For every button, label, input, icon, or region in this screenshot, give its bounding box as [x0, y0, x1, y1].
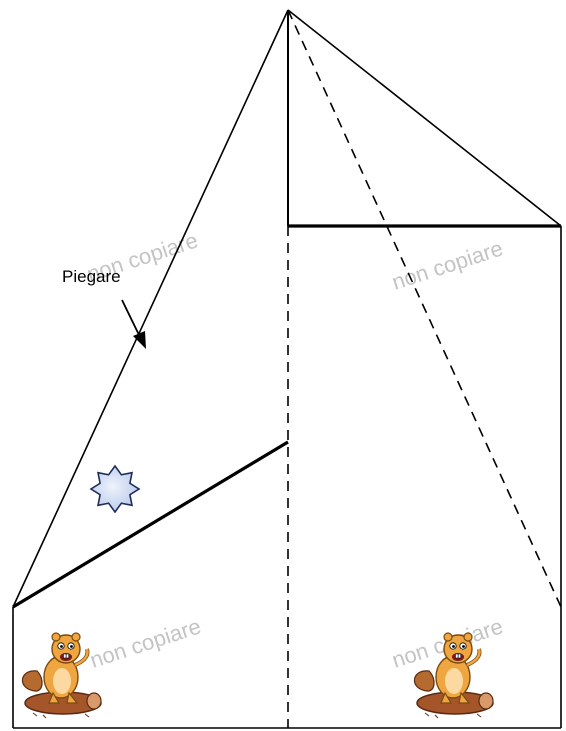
fold-edge-right [287, 9, 562, 227]
fold-label: Piegare [62, 267, 121, 286]
beaver-icon [20, 631, 103, 720]
star-icon [89, 464, 141, 514]
fold-edge-left [12, 9, 289, 608]
watermark-text: non copiare [389, 235, 506, 294]
watermark-text: non copiare [87, 613, 204, 672]
fold-arrow [121, 299, 146, 349]
diagonal-dashed-fold [287, 9, 562, 608]
cut-line-diagonal [12, 440, 289, 609]
